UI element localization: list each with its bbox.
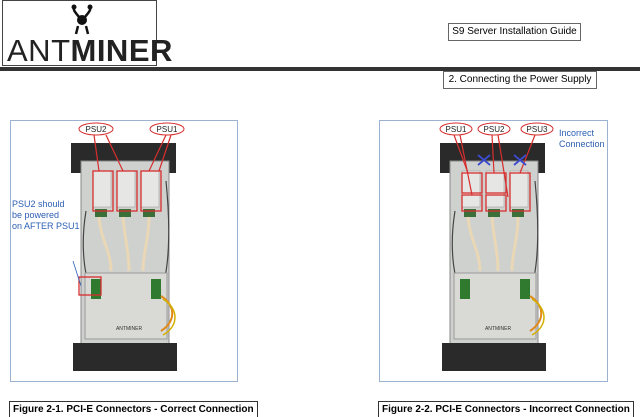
section-title: 2. Connecting the Power Supply xyxy=(443,71,597,89)
device-brand-label: ANTMINER xyxy=(485,326,512,332)
incorrect-connection-note: Incorrect Connection xyxy=(559,128,605,150)
incorrect-x-marks xyxy=(477,154,527,166)
logo-text: ANTMINER xyxy=(7,33,173,68)
note-line: be powered xyxy=(12,210,60,220)
figure1-caption: Figure 2-1. PCI-E Connectors - Correct C… xyxy=(9,401,258,417)
note-line: PSU2 should xyxy=(12,199,65,209)
psu-label: PSU3 xyxy=(527,125,548,134)
note-line: Incorrect xyxy=(559,128,595,138)
figure-incorrect-connection: ANTMINER PSU1 PSU2 PSU3 xyxy=(379,120,608,382)
figure2-caption: Figure 2-2. PCI-E Connectors - Incorrect… xyxy=(378,401,634,417)
guide-title: S9 Server Installation Guide xyxy=(448,23,581,41)
psu-label: PSU1 xyxy=(157,125,178,134)
note-line: on AFTER PSU1 xyxy=(12,221,80,231)
note-line: Connection xyxy=(559,139,605,149)
miner-photo-correct: ANTMINER PSU2 PSU1 xyxy=(71,122,185,371)
psu2-note: PSU2 should be powered on AFTER PSU1 xyxy=(12,199,80,232)
device-brand-label: ANTMINER xyxy=(116,326,143,332)
antminer-logo: ANTMINER xyxy=(2,0,172,66)
psu-label: PSU2 xyxy=(86,125,107,134)
psu-label: PSU1 xyxy=(446,125,467,134)
psu-label: PSU2 xyxy=(484,125,505,134)
figure-correct-connection: ANTMINER PSU2 PSU1 xyxy=(10,120,238,382)
miner-photo-incorrect: ANTMINER PSU1 PSU2 PSU3 xyxy=(439,122,554,371)
header-divider xyxy=(0,67,640,71)
ant-antenna-icon xyxy=(71,4,93,35)
